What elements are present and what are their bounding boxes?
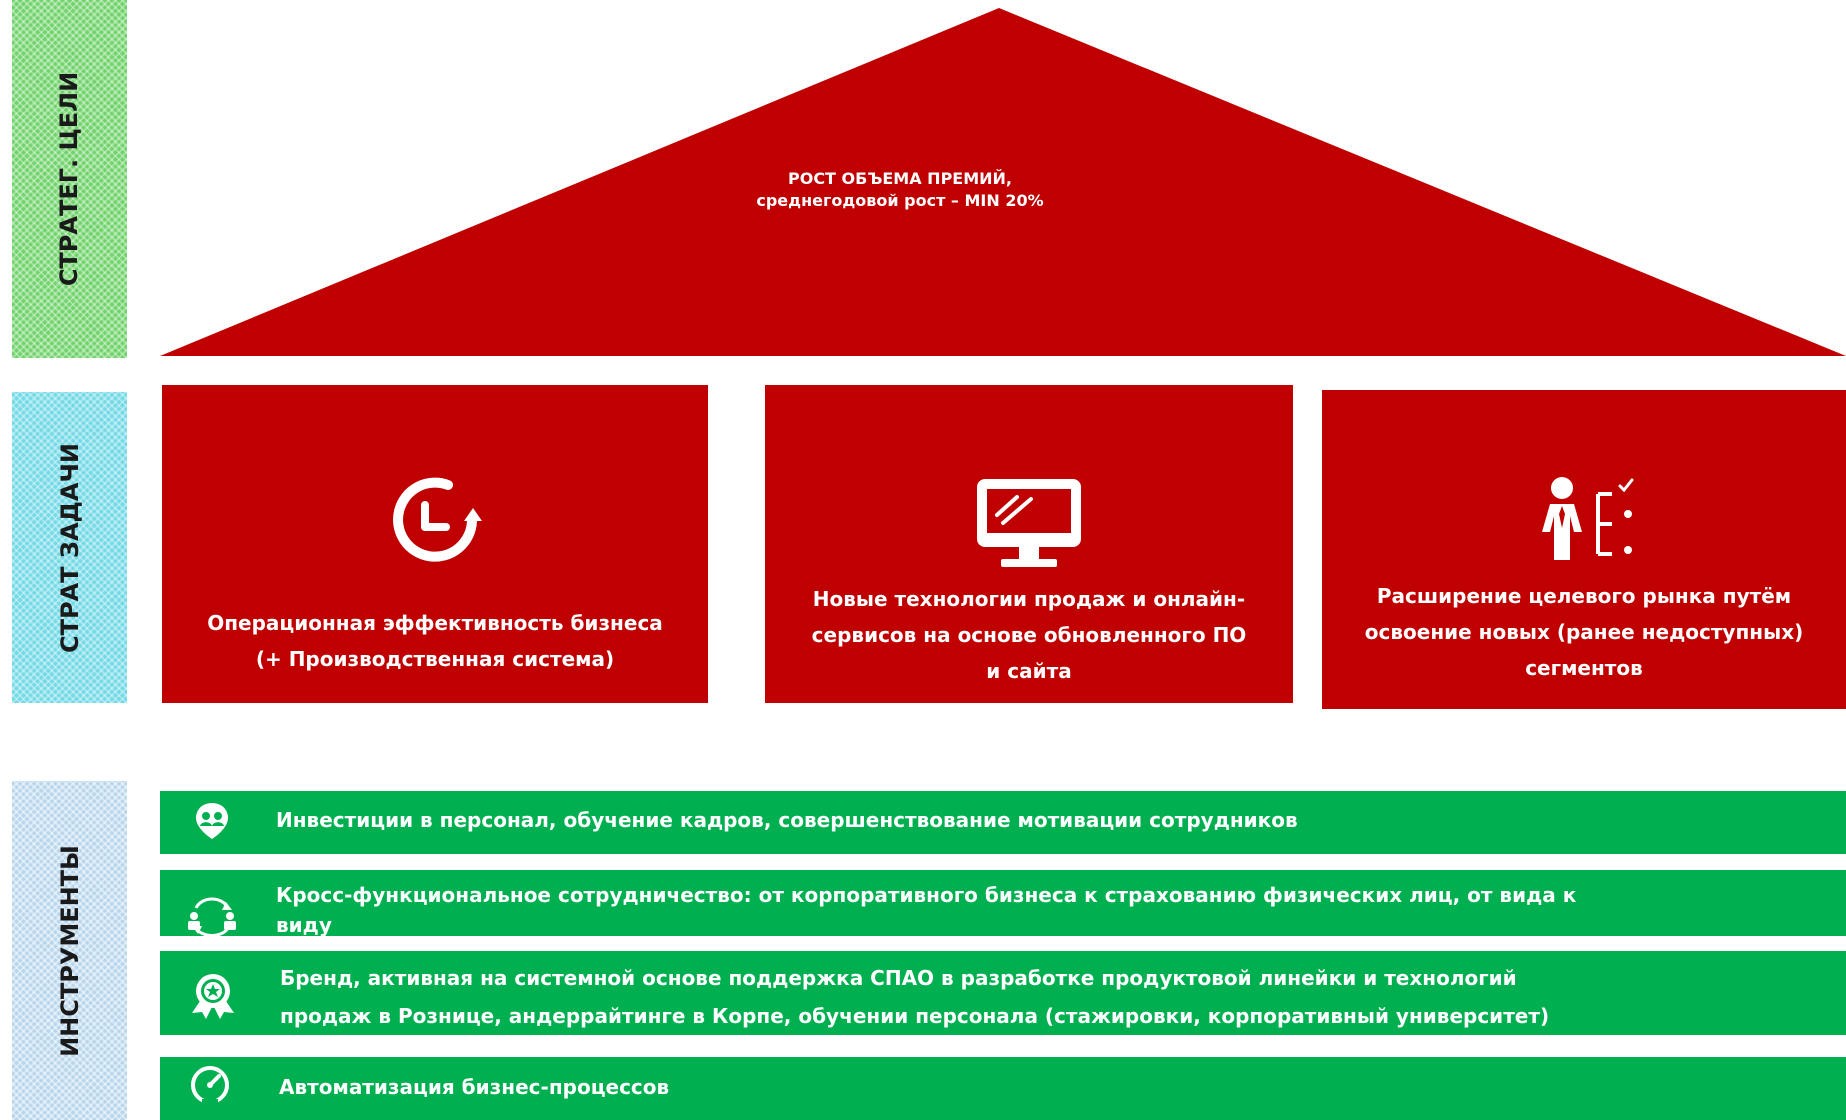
roof-goal-line-1: РОСТ ОБЪЕМА ПРЕМИЙ,: [787, 169, 1012, 188]
tool-3-line-1: Бренд, активная на системной основе подд…: [280, 966, 1517, 990]
task-operational-efficiency: Операционная эффективность бизнеса (+ Пр…: [162, 385, 708, 703]
task-2-line-1: Новые технологии продаж и онлайн-: [812, 587, 1246, 611]
monitor-icon: [977, 479, 1081, 567]
task-2-line-2: сервисов на основе обновленного ПО: [811, 623, 1247, 647]
exchange-people-icon: [188, 897, 236, 937]
task-market-expansion: Расширение целевого рынка путём освоение…: [1322, 390, 1846, 709]
award-badge-icon: [192, 974, 234, 1019]
task-3-line-3: сегментов: [1525, 656, 1643, 680]
roof-triangle: [160, 8, 1846, 356]
tool-2-line-1: Кросс-функциональное сотрудничество: от …: [276, 883, 1577, 907]
tool-bar-brand: Бренд, активная на системной основе подд…: [160, 951, 1846, 1035]
roof-goal-text: РОСТ ОБЪЕМА ПРЕМИЙ, среднегодовой рост –…: [600, 168, 1200, 212]
speedometer-icon: [191, 1066, 229, 1105]
side-label-tasks-text: СТРАТ ЗАДАЧИ: [55, 442, 84, 653]
side-label-tools-text: ИНСТРУМЕНТЫ: [55, 844, 84, 1057]
task-3-line-2: освоение новых (ранее недоступных): [1364, 620, 1804, 644]
tool-1-line-1: Инвестиции в персонал, обучение кадров, …: [276, 808, 1298, 832]
side-label-goals: СТРАТЕГ. ЦЕЛИ: [12, 0, 127, 358]
roof-goal-line-2: среднегодовой рост – MIN 20%: [756, 191, 1044, 210]
task-1-line-2: (+ Производственная система): [255, 647, 615, 671]
tool-3-line-2: продаж в Рознице, андеррайтинге в Корпе,…: [280, 1004, 1550, 1028]
task-3-line-1: Расширение целевого рынка путём: [1376, 584, 1792, 608]
tool-bar-cross-functional: Кросс-функциональное сотрудничество: от …: [160, 870, 1846, 937]
tool-2-line-2: виду: [276, 913, 332, 937]
tool-bar-automation: Автоматизация бизнес-процессов: [160, 1057, 1846, 1120]
task-new-technologies: Новые технологии продаж и онлайн- сервис…: [765, 385, 1293, 703]
tool-bar-personnel: Инвестиции в персонал, обучение кадров, …: [160, 791, 1846, 854]
task-2-line-3: и сайта: [986, 659, 1072, 683]
tool-4-line-1: Автоматизация бизнес-процессов: [279, 1075, 670, 1099]
clock-refresh-icon: [393, 477, 482, 562]
businessman-checklist-icon: [1542, 477, 1634, 560]
side-label-tools: ИНСТРУМЕНТЫ: [12, 781, 127, 1120]
task-1-line-1: Операционная эффективность бизнеса: [207, 611, 663, 635]
people-location-icon: [196, 803, 228, 839]
side-label-tasks: СТРАТ ЗАДАЧИ: [12, 392, 127, 703]
